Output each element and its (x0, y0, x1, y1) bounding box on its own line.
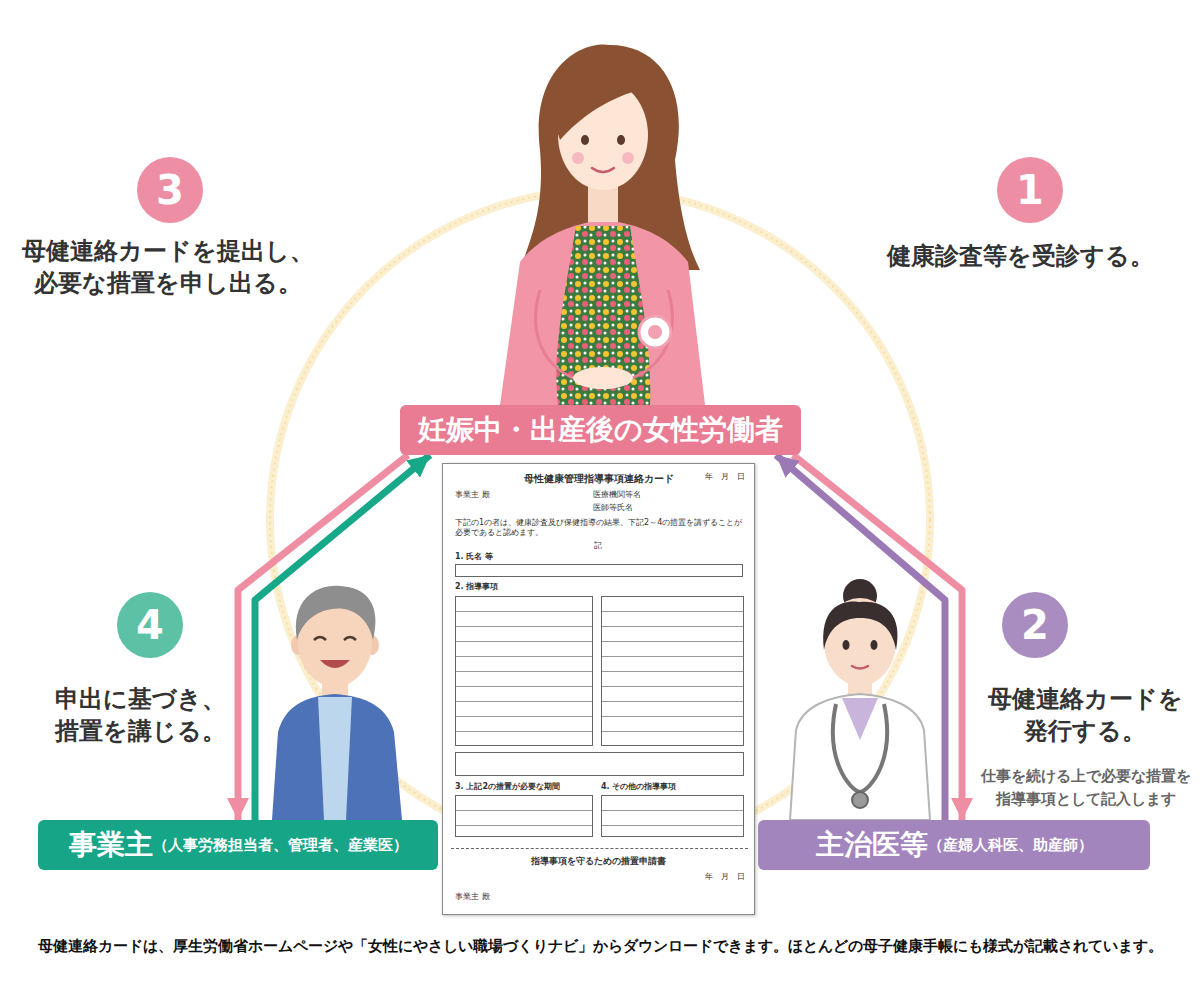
doctor-mouth (852, 666, 868, 669)
label-slot: 医療機関等名 (593, 490, 743, 500)
label-slot: 医師等氏名 (593, 503, 743, 513)
form-cut-line (451, 848, 748, 849)
band-title: 事業主 (69, 826, 153, 864)
step-description: 健康診査等を受診する。 (870, 240, 1170, 272)
man-mouth (320, 660, 350, 668)
step-number-text: 3 (156, 167, 184, 213)
step-number-text: 4 (136, 602, 164, 648)
step-number: 2 (1002, 592, 1068, 658)
label-slot: 4. その他の指導事項 (601, 782, 744, 792)
employer-band: 事業主（人事労務担当者、管理者、産業医） (38, 820, 438, 870)
step-description: 申出に基づき、措置を講じる。 (52, 683, 228, 748)
pregnant-woman (500, 44, 705, 405)
label-slot: 申出に基づき、措置を講じる。 (52, 683, 228, 748)
flow-arrow (238, 455, 408, 820)
form-field-label: 医療機関等名 (593, 490, 743, 500)
woman-mouth (592, 168, 614, 172)
man-eye (314, 637, 326, 640)
woman-hands (573, 367, 633, 389)
woman-eye (581, 135, 589, 145)
label-slot: 記 (583, 541, 613, 551)
step-description: 母健連絡カードを発行する。 (985, 683, 1185, 748)
label-slot: 指導事項を守るための措置申請書 (483, 856, 713, 867)
form-field-label: 1. 氏名 等 (455, 552, 605, 562)
form-field-label: 指導事項を守るための措置申請書 (483, 856, 713, 867)
band-title: 妊娠中・出産後の女性労働者 (418, 411, 783, 449)
form-table (455, 795, 593, 837)
step-number-text: 2 (1021, 602, 1049, 648)
doctor-eye (843, 640, 850, 650)
maternity-badge-mark (648, 325, 662, 339)
step-description: 母健連絡カードを提出し、必要な措置を申し出る。 (15, 235, 320, 300)
flow-arrow (776, 455, 945, 820)
step-number: 3 (137, 157, 203, 223)
step-description: 仕事を続ける上で必要な措置を指導事項として記入します (978, 765, 1193, 810)
woman-cheek (572, 152, 584, 164)
caption-slot: 母健連絡カードは、厚生労働省ホームページや「女性にやさしい職場づくりナビ」からダ… (30, 936, 1170, 956)
doctor-hair (823, 601, 897, 650)
label-slot: 年 月 日 (673, 872, 745, 882)
man-hair (296, 586, 376, 640)
contact-card-form: 母性健康管理指導事項連絡カード年 月 日事業主 殿医療機関等名医師等氏名下記の1… (442, 463, 755, 915)
woman-bangs (556, 74, 648, 140)
man-jacket (272, 694, 402, 820)
man-eye (344, 637, 356, 640)
stethoscope (833, 704, 887, 792)
man-shirt (318, 697, 352, 820)
label-slot: 母健連絡カードを発行する。 (985, 683, 1185, 748)
form-table (601, 795, 744, 837)
form-table (455, 564, 743, 577)
woman-cardigan (500, 222, 705, 405)
caption-note: 母健連絡カードは、厚生労働省ホームページや「女性にやさしい職場づくりナビ」からダ… (30, 936, 1170, 956)
form-field-label: 4. その他の指導事項 (601, 782, 744, 792)
step-number: 1 (997, 157, 1063, 223)
form-table (455, 596, 593, 746)
form-field-label: 年 月 日 (673, 872, 745, 882)
label-slot: 事業主 殿 (455, 490, 555, 500)
step-number-text: 1 (1016, 167, 1044, 213)
flow-arrow (793, 455, 962, 820)
woman-cheek (622, 152, 634, 164)
band-subtitle: （人事労務担当者、管理者、産業医） (153, 836, 408, 855)
maternity-badge (639, 316, 671, 348)
band-title: 主治医等 (816, 826, 928, 864)
employer-man (272, 586, 402, 820)
step-number: 4 (117, 592, 183, 658)
doctor-band: 主治医等（産婦人科医、助産師） (758, 820, 1150, 870)
stethoscope-head (852, 792, 868, 808)
label-slot: 仕事を続ける上で必要な措置を指導事項として記入します (978, 765, 1193, 810)
form-field-label: 2. 指導事項 (455, 582, 605, 592)
worker-band: 妊娠中・出産後の女性労働者 (400, 405, 801, 455)
label-slot: 1. 氏名 等 (455, 552, 605, 562)
woman-eye (617, 135, 625, 145)
form-field-label: 年 月 日 (673, 472, 745, 482)
form-table (455, 752, 744, 776)
woman-arm (536, 290, 585, 382)
doctor-inner-shirt (842, 698, 878, 740)
band-subtitle: （産婦人科医、助産師） (928, 836, 1093, 855)
label-slot: 下記の1の者は、健康診査及び保健指導の結果、下記2～4の措置を講ずることが必要で… (455, 518, 745, 538)
label-slot: 年 月 日 (673, 472, 745, 482)
label-slot: 2. 指導事項 (455, 582, 605, 592)
doctor-eye (871, 640, 878, 650)
doctor-coat (790, 694, 930, 820)
form-field-label: 事業主 殿 (455, 490, 555, 500)
label-slot: 3. 上記2の措置が必要な期間 (455, 782, 595, 792)
form-table (601, 596, 744, 746)
doctor-woman (790, 579, 930, 820)
form-field-label: 3. 上記2の措置が必要な期間 (455, 782, 595, 792)
flow-arrow (255, 455, 430, 820)
label-slot: 健康診査等を受診する。 (870, 240, 1170, 272)
label-slot: 事業主 殿 (455, 892, 555, 902)
form-field-label: 下記の1の者は、健康診査及び保健指導の結果、下記2～4の措置を講ずることが必要で… (455, 518, 745, 538)
label-slot: 母健連絡カードを提出し、必要な措置を申し出る。 (15, 235, 320, 300)
form-field-label: 記 (583, 541, 613, 551)
form-field-label: 医師等氏名 (593, 503, 743, 513)
woman-arm (620, 290, 672, 382)
form-field-label: 事業主 殿 (455, 892, 555, 902)
